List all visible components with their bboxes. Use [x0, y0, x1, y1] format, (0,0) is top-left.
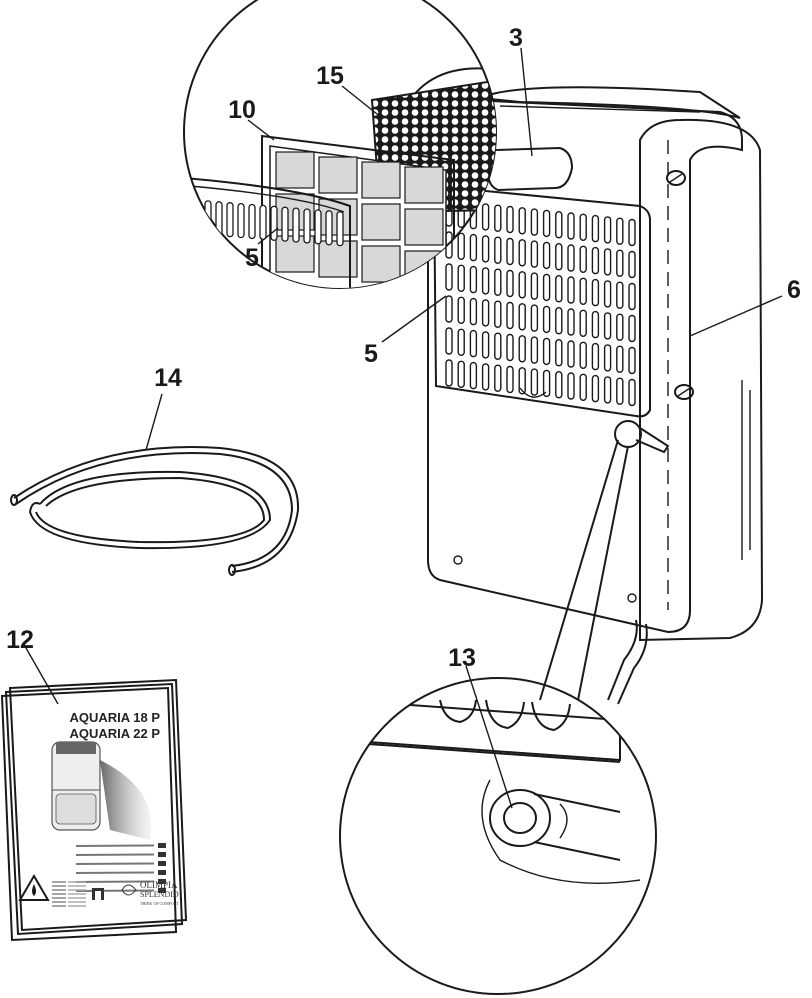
callout-5-top: 5: [245, 244, 259, 272]
rear-air-grille: [445, 199, 636, 407]
callout-14: 14: [154, 364, 182, 392]
dehumidifier-unit: [427, 86, 764, 705]
manual-title-line1: AQUARIA 18 P: [69, 710, 160, 725]
drain-hole: [503, 802, 537, 834]
instruction-manual: AQUARIA 18 P AQUARIA 22 P OLIMPIA SPLEND…: [0, 678, 188, 942]
warning-triangle-icon: [18, 874, 50, 901]
callout-6: 6: [787, 276, 801, 304]
callouts: 3 15 10 5 5 6 14 12 13: [6, 24, 801, 672]
manual-cover-product-image: [51, 741, 152, 840]
olimpia-logo-icon: [121, 884, 137, 896]
callout-3: 3: [509, 24, 523, 52]
callout-5-side: 5: [364, 340, 378, 368]
leader-lines: [25, 47, 783, 809]
callout-13: 13: [448, 644, 476, 672]
drain-detail-zoom: [339, 439, 657, 995]
callout-15: 15: [316, 62, 344, 90]
callout-10: 10: [228, 96, 256, 124]
brand-tagline: THINK OF COMFORT: [140, 901, 179, 906]
manual-small-logo-icon: [92, 888, 104, 900]
manual-language-list: [75, 843, 166, 893]
manual-title-line2: AQUARIA 22 P: [69, 726, 160, 741]
callout-12: 12: [6, 626, 34, 654]
drain-hose: [10, 446, 300, 576]
brand-name-line1: OLIMPIA: [140, 880, 178, 890]
brand-name-line2: SPLENDID: [140, 890, 179, 899]
